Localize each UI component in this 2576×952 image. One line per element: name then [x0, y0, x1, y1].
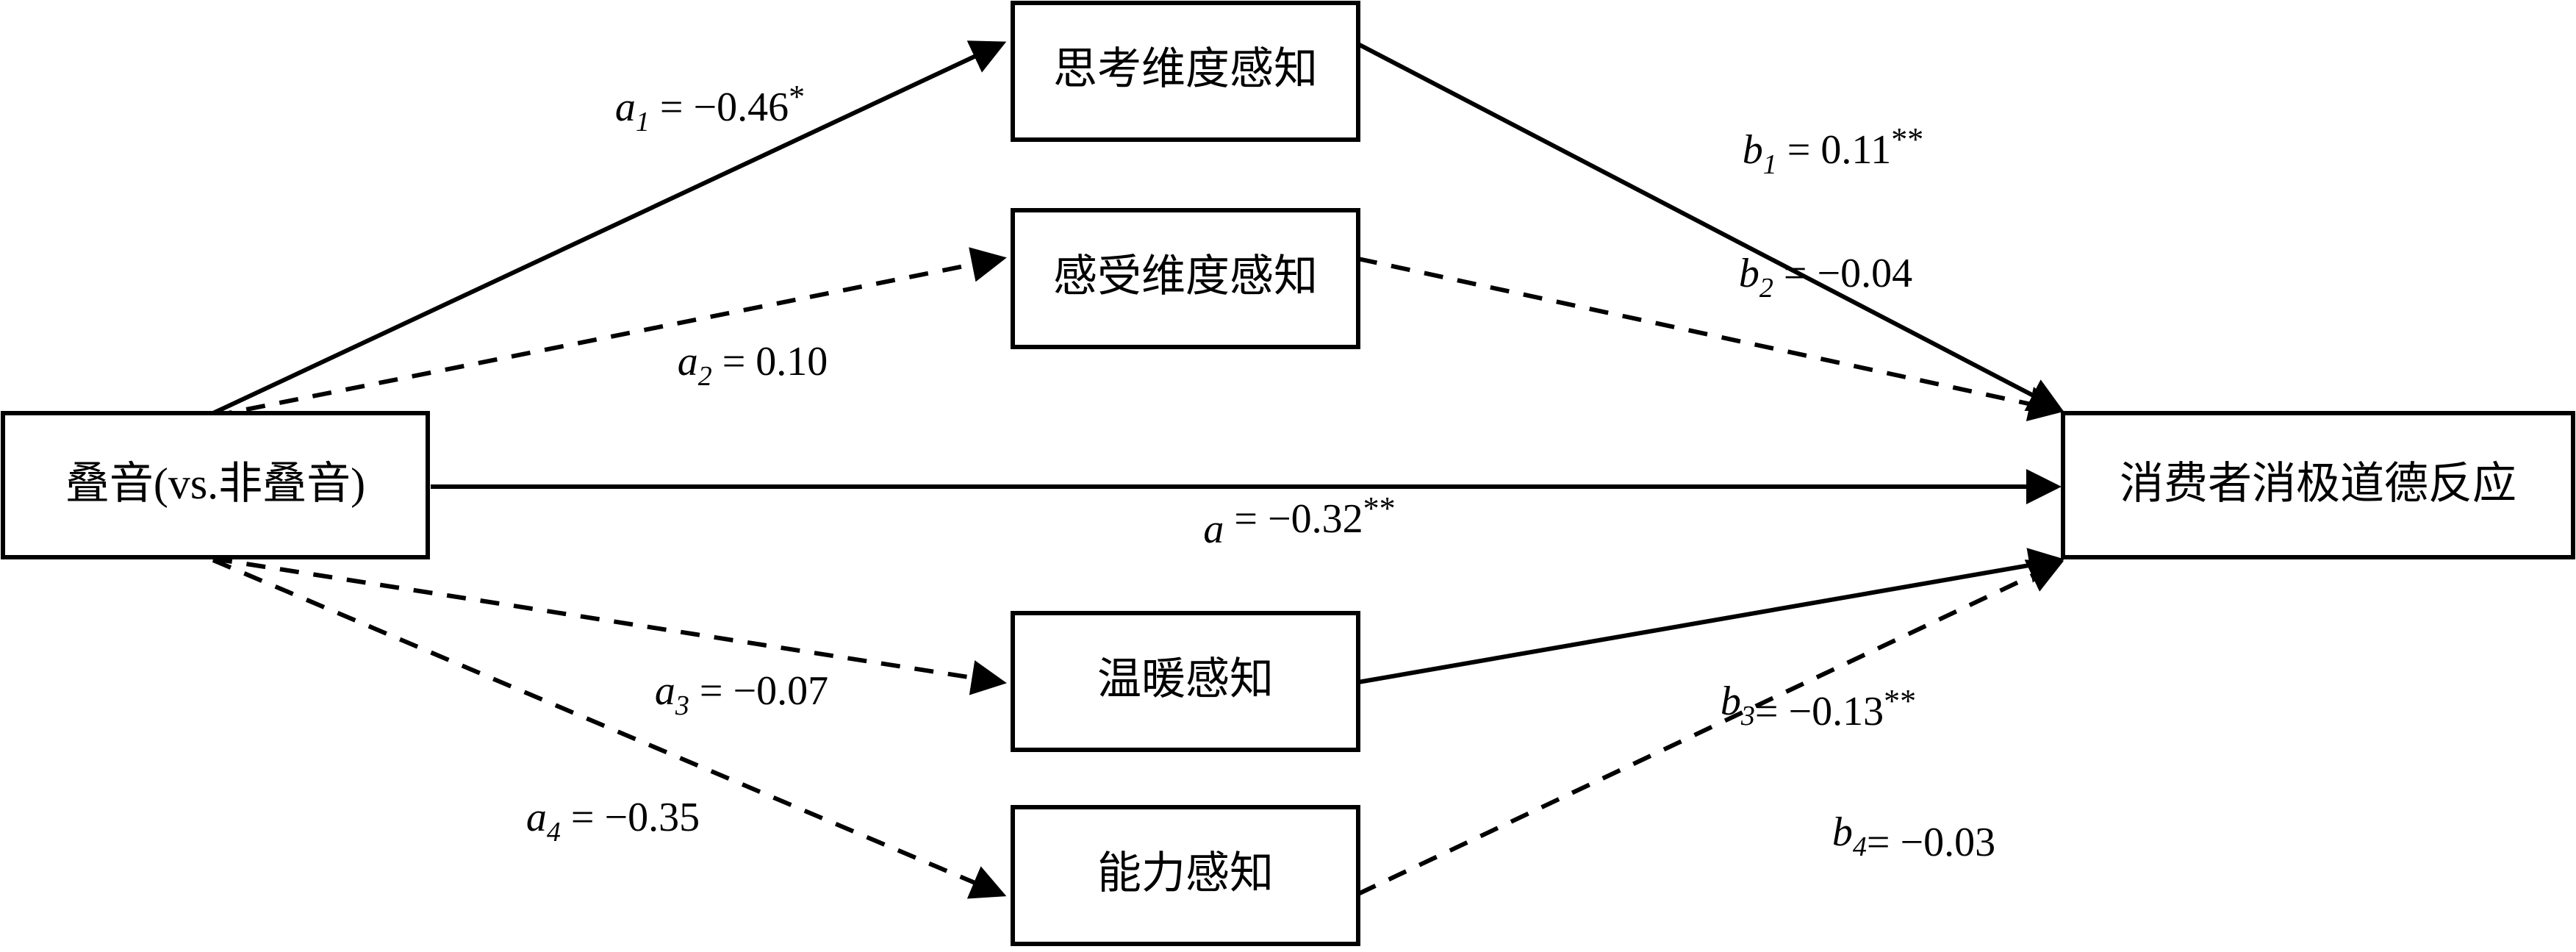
- coef-b4-subscript: 4: [1853, 831, 1867, 862]
- svg-text:b2 = −0.04: b2 = −0.04: [1646, 251, 1984, 304]
- coef-b3-equals: =: [1755, 689, 1779, 734]
- coef-a1-subscript: 1: [636, 107, 650, 137]
- node-mediator-3[interactable]: 温暖感知: [1011, 611, 1360, 752]
- path-b1: [1357, 42, 2064, 412]
- coef-a3-subscript: 3: [675, 690, 689, 721]
- coef-b1: b1 = 0.11**: [1650, 114, 1996, 180]
- path-b4: [1357, 559, 2064, 896]
- coef-b2: b2 = −0.04: [1646, 251, 1984, 304]
- coef-b2-value: −0.04: [1818, 251, 1913, 296]
- path-a2: [212, 247, 1007, 418]
- coef-a2-equals: =: [722, 339, 746, 384]
- node-predictor[interactable]: 叠音(vs.非叠音): [1, 411, 430, 559]
- node-mediator-1-label: 思考维度感知: [1053, 45, 1318, 93]
- svg-text:a = −0.32**: a = −0.32**: [1111, 483, 1467, 552]
- node-predictor-label: 叠音(vs.非叠音): [65, 459, 365, 508]
- node-outcome[interactable]: 消费者消极道德反应: [2061, 411, 2575, 559]
- coef-a-direct-stars: **: [1363, 490, 1396, 526]
- node-mediator-2-label: 感受维度感知: [1053, 252, 1318, 301]
- coef-b2-symbol: b: [1739, 251, 1759, 296]
- coef-b3-symbol: b: [1721, 679, 1741, 724]
- node-outcome-label: 消费者消极道德反应: [2120, 459, 2516, 508]
- path-a3: [212, 556, 1007, 695]
- coef-a1-value: −0.46: [694, 85, 789, 130]
- coef-b1-value: 0.11: [1820, 127, 1891, 173]
- coef-b1-equals: =: [1787, 127, 1811, 173]
- coef-a3: a3 = −0.07: [562, 668, 900, 721]
- coef-a2-value: 0.10: [756, 339, 828, 384]
- coef-a3-value: −0.07: [733, 668, 829, 714]
- coef-a-direct-value: −0.32: [1268, 496, 1363, 542]
- svg-text:a2 = 0.10: a2 = 0.10: [585, 339, 900, 392]
- coef-b4: b4= −0.03: [1740, 809, 2067, 865]
- svg-text:a3 = −0.07: a3 = −0.07: [562, 668, 900, 721]
- coef-a4-equals: =: [571, 795, 595, 840]
- coef-a3-equals: =: [700, 668, 723, 714]
- coef-a2-subscript: 2: [698, 361, 712, 392]
- svg-text:b4= −0.03: b4= −0.03: [1740, 809, 2067, 865]
- coef-a1-equals: =: [660, 85, 684, 130]
- coef-a4-value: −0.35: [605, 795, 700, 840]
- coef-a3-symbol: a: [655, 668, 675, 714]
- svg-text:a1 = −0.46*: a1 = −0.46*: [523, 71, 877, 137]
- coef-a-direct: a = −0.32**: [1111, 483, 1467, 552]
- coef-b4-symbol: b: [1832, 809, 1853, 855]
- coef-a1-symbol: a: [615, 85, 636, 130]
- coef-a2-symbol: a: [678, 339, 698, 384]
- coef-a2: a2 = 0.10: [585, 339, 900, 392]
- coef-b1-subscript: 1: [1763, 149, 1777, 180]
- coef-b3-subscript: 3: [1740, 701, 1755, 731]
- coef-b3: b3= −0.13**: [1628, 676, 1988, 734]
- coef-b3-stars: **: [1884, 683, 1916, 719]
- coef-b4-value: −0.03: [1901, 820, 1996, 865]
- coef-b2-subscript: 2: [1759, 273, 1773, 304]
- node-mediator-1[interactable]: 思考维度感知: [1011, 1, 1360, 142]
- path-b3: [1357, 548, 2064, 684]
- coef-a-direct-equals: =: [1234, 496, 1257, 542]
- svg-text:b1 = 0.11**: b1 = 0.11**: [1650, 114, 1996, 180]
- node-mediator-4-label: 能力感知: [1097, 849, 1274, 898]
- coef-b3-value: −0.13: [1789, 689, 1884, 734]
- node-mediator-2[interactable]: 感受维度感知: [1011, 208, 1360, 349]
- coef-a4: a4 = −0.35: [434, 795, 772, 848]
- path-a4: [212, 558, 1007, 899]
- coef-a1-stars: *: [789, 79, 805, 115]
- coef-b1-symbol: b: [1743, 127, 1763, 173]
- coef-b2-equals: =: [1784, 251, 1807, 296]
- coef-a-direct-symbol: a: [1203, 507, 1224, 552]
- coef-a1: a1 = −0.46*: [523, 71, 877, 137]
- coef-b4-equals: =: [1867, 820, 1890, 865]
- svg-text:b3= −0.13**: b3= −0.13**: [1628, 676, 1988, 734]
- svg-text:a4 = −0.35: a4 = −0.35: [434, 795, 772, 848]
- node-mediator-3-label: 温暖感知: [1097, 655, 1274, 704]
- coef-a4-subscript: 4: [547, 817, 561, 848]
- path-a1: [212, 40, 1007, 415]
- coef-a4-symbol: a: [526, 795, 547, 840]
- path-b2: [1357, 257, 2064, 422]
- coef-b1-stars: **: [1891, 121, 1923, 157]
- node-mediator-4[interactable]: 能力感知: [1011, 805, 1360, 946]
